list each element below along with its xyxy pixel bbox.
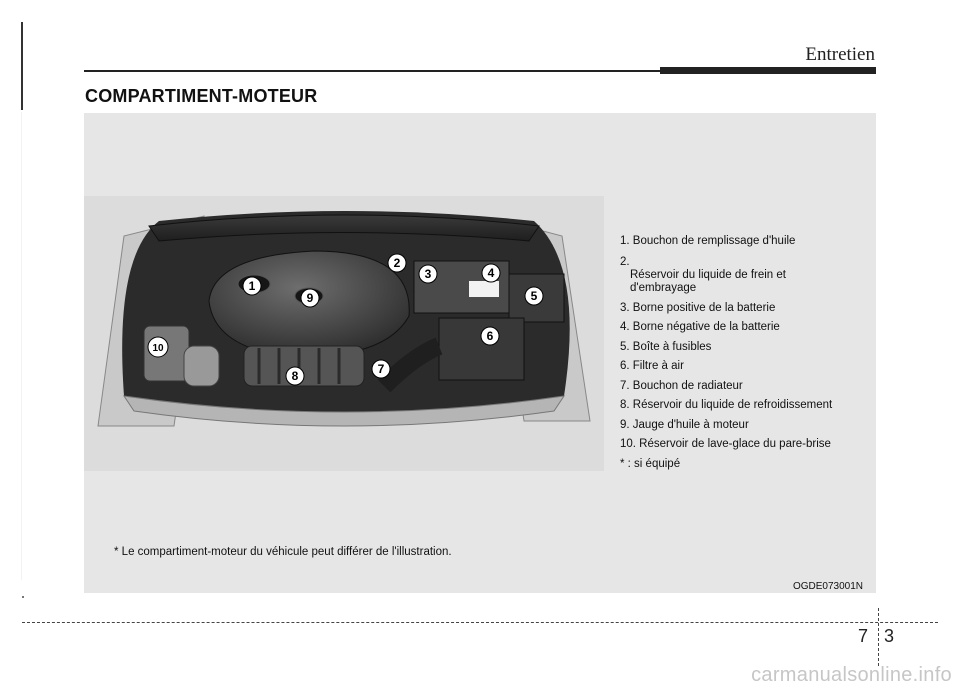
left-margin-rule-faint (21, 112, 22, 580)
legend-item-10: 10. Réservoir de lave-glace du pare-bris… (620, 438, 831, 450)
legend-item-6: 6. Filtre à air (620, 360, 684, 372)
legend-item-2-line1: Réservoir du liquide de frein et (630, 268, 786, 281)
svg-text:3: 3 (425, 267, 432, 281)
callout-5: 5 (524, 286, 544, 306)
callout-2: 2 (387, 253, 407, 273)
svg-text:1: 1 (249, 279, 256, 293)
callout-9: 9 (300, 288, 320, 308)
svg-text:6: 6 (487, 329, 494, 343)
legend-item-1: 1. Bouchon de remplissage d'huile (620, 235, 796, 247)
callout-8: 8 (285, 366, 305, 386)
svg-text:10: 10 (152, 343, 164, 354)
legend-item-5: 5. Boîte à fusibles (620, 340, 712, 353)
callout-10: 10 (147, 336, 169, 358)
legend-item-2-number: 2. (620, 255, 630, 268)
legend-item-4: 4. Borne négative de la batterie (620, 321, 780, 333)
header-bar (660, 67, 876, 74)
legend-item-2-line2: d'embrayage (630, 281, 697, 294)
legend-item-7: 7. Bouchon de radiateur (620, 379, 743, 392)
svg-text:8: 8 (292, 369, 299, 383)
callout-7: 7 (371, 359, 391, 379)
callout-1: 1 (242, 276, 262, 296)
figure-footnote: * Le compartiment-moteur du véhicule peu… (114, 546, 452, 558)
figure-code: OGDE073001N (792, 581, 863, 592)
legend-item-8: 8. Réservoir du liquide de refroidisseme… (620, 399, 833, 411)
svg-text:2: 2 (394, 256, 401, 270)
header-rule (84, 70, 660, 72)
legend-list: 1. Bouchon de remplissage d'huile 2. Rés… (620, 232, 832, 474)
svg-text:4: 4 (488, 266, 495, 280)
legend-item-9: 9. Jauge d'huile à moteur (620, 418, 749, 431)
callout-4: 4 (481, 263, 501, 283)
svg-text:5: 5 (531, 289, 538, 303)
legend-item-3: 3. Borne positive de la batterie (620, 301, 776, 314)
callout-3: 3 (418, 264, 438, 284)
watermark-text: carmanualsonline.info (751, 664, 952, 686)
svg-text:9: 9 (307, 291, 314, 305)
margin-mark (22, 596, 24, 598)
engine-illustration: 1 2 3 4 5 6 7 8 9 10 (84, 196, 604, 471)
legend-item-2: 2. Réservoir du liquide de frein et d'em… (620, 256, 832, 295)
legend-note: * : si équipé (620, 457, 681, 470)
callout-6: 6 (480, 326, 500, 346)
footer-rule (22, 622, 938, 623)
page-title: COMPARTIMENT-MOTEUR (85, 86, 318, 106)
svg-text:7: 7 (378, 362, 385, 376)
chapter-number: 7 (858, 626, 869, 646)
page-number: 3 (884, 626, 895, 646)
left-margin-rule (21, 22, 23, 110)
page-number-divider (878, 608, 879, 666)
section-header: Entretien (805, 44, 875, 65)
